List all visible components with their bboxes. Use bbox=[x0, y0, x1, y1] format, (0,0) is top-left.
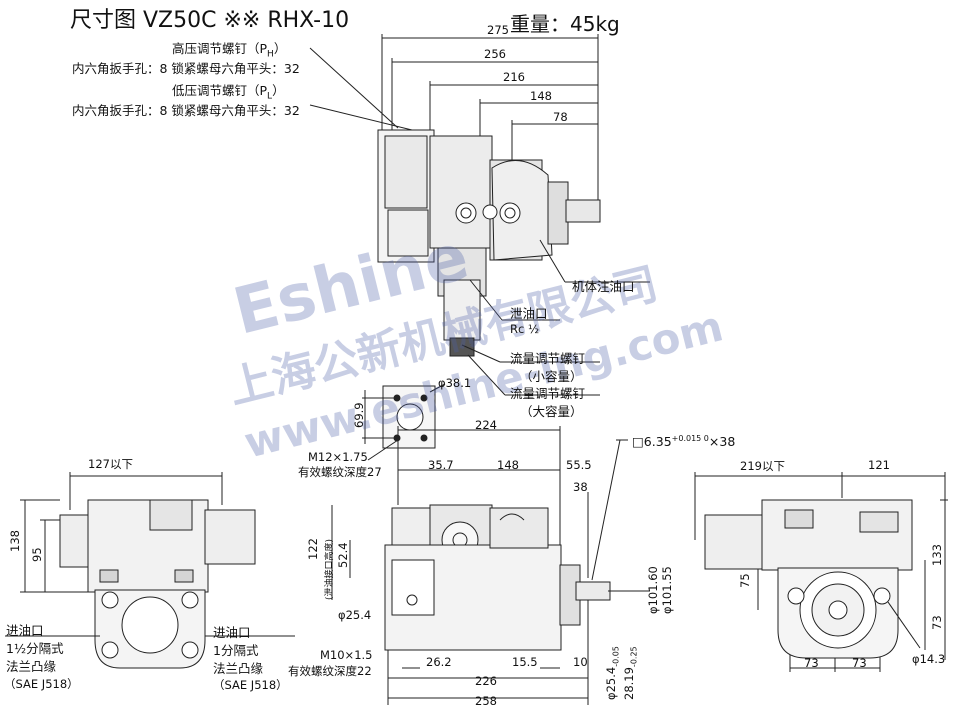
ph-hex-spec: 内六角扳手孔：8 锁紧螺母六角平头：32 bbox=[72, 61, 300, 76]
dim-148-front: 148 bbox=[497, 458, 519, 472]
key-length: ×38 bbox=[708, 434, 736, 450]
top-view bbox=[309, 34, 650, 396]
dim-15-5: 15.5 bbox=[512, 655, 538, 669]
shaft-diameter: φ25.4 bbox=[604, 666, 618, 700]
fill-port-label: 机体注油口 bbox=[572, 279, 635, 294]
flange-type-right: 法兰凸缘 bbox=[213, 661, 264, 676]
dim-78: 78 bbox=[553, 110, 568, 124]
drain-height-label: (泄油接口高度) bbox=[325, 538, 335, 600]
right-view bbox=[694, 472, 948, 672]
dim-275: 275 bbox=[487, 23, 509, 37]
dim-73-left: 73 bbox=[804, 656, 819, 670]
front-view bbox=[331, 426, 650, 705]
keyway-depth-tol: -0.25 bbox=[629, 646, 639, 668]
flange-size-right: 1分隔式 bbox=[213, 643, 259, 658]
dim-phi25-4-shaft: φ25.4-0.05 bbox=[604, 646, 620, 700]
pl-hex-spec: 内六角扳手孔：8 锁紧螺母六角平头：32 bbox=[72, 103, 300, 118]
dim-28-19: 28.19-0.25 bbox=[622, 646, 638, 700]
small-capacity-label: （小容量） bbox=[520, 369, 583, 384]
inlet-left-label: 进油口 bbox=[6, 623, 44, 638]
m12-depth-label: 有效螺纹深度27 bbox=[298, 465, 382, 479]
flange-type-left: 法兰凸缘 bbox=[6, 659, 57, 674]
m10-thread-label: M10×1.5 bbox=[320, 648, 373, 662]
dim-133: 133 bbox=[930, 544, 944, 566]
dim-phi101-60: φ101.60 bbox=[646, 566, 660, 614]
dim-phi38: φ38.1 bbox=[438, 376, 472, 390]
ph-screw-text: 高压调节螺钉（P bbox=[172, 41, 268, 56]
ph-close-paren: ） bbox=[273, 41, 287, 56]
dim-258: 258 bbox=[475, 694, 497, 708]
shaft-diameter-tol: -0.05 bbox=[611, 646, 621, 667]
drain-thread-label: Rc ½ bbox=[510, 322, 540, 336]
weight-label: 重量：45kg bbox=[510, 12, 620, 36]
m12-thread-label: M12×1.75 bbox=[308, 450, 368, 464]
dim-256: 256 bbox=[484, 47, 506, 61]
flow-screw-small-label: 流量调节螺钉 bbox=[510, 351, 586, 366]
pl-close-paren: ） bbox=[272, 83, 285, 98]
sae-left: （SAE J518） bbox=[4, 677, 79, 691]
dim-phi14-3: φ14.3 bbox=[912, 652, 946, 666]
sae-right: （SAE J518） bbox=[213, 678, 288, 692]
ph-subscript: H bbox=[267, 49, 274, 60]
dim-phi25-4-left: φ25.4 bbox=[338, 608, 372, 622]
inlet-right-label: 进油口 bbox=[213, 625, 251, 640]
dim-10: 10 bbox=[573, 655, 588, 669]
ph-screw-label: 高压调节螺钉（PH） bbox=[172, 38, 286, 60]
dim-121: 121 bbox=[868, 458, 890, 472]
flow-screw-large-label: 流量调节螺钉 bbox=[510, 386, 586, 401]
drawing-title: 尺寸图 VZ50C ※※ RHX-10 bbox=[70, 8, 350, 33]
dim-95: 95 bbox=[30, 547, 44, 562]
dim-26-2: 26.2 bbox=[426, 655, 452, 669]
flange-size-left: 1½分隔式 bbox=[6, 641, 64, 656]
pl-screw-label: 低压调节螺钉（PL） bbox=[172, 80, 285, 102]
dim-122: 122 bbox=[306, 538, 320, 560]
dim-52-4: 52.4 bbox=[336, 542, 350, 568]
dim-224: 224 bbox=[475, 418, 497, 432]
dim-216: 216 bbox=[503, 70, 525, 84]
dim-138: 138 bbox=[8, 530, 22, 552]
dim-226: 226 bbox=[475, 674, 497, 688]
dim-69-9: 69.9 bbox=[352, 402, 366, 428]
key-tolerance: +0.015 0 bbox=[671, 434, 709, 443]
m10-depth-label: 有效螺纹深度22 bbox=[288, 664, 372, 678]
pl-subscript: L bbox=[267, 91, 273, 102]
large-capacity-label: （大容量） bbox=[520, 404, 583, 419]
left-view bbox=[5, 472, 295, 669]
dim-73-vert: 73 bbox=[930, 615, 944, 630]
key-size: □6.35 bbox=[632, 434, 672, 450]
dim-35-7: 35.7 bbox=[428, 458, 454, 472]
dim-phi101-55: φ101.55 bbox=[660, 566, 674, 614]
drain-port-label: 泄油口 bbox=[510, 306, 548, 321]
dim-127-max: 127以下 bbox=[88, 457, 133, 471]
dim-219-max: 219以下 bbox=[740, 459, 785, 473]
dim-38: 38 bbox=[573, 480, 588, 494]
dim-73-right: 73 bbox=[852, 656, 867, 670]
flange-detail bbox=[362, 383, 446, 461]
dim-148-top: 148 bbox=[530, 89, 552, 103]
key-spec: □6.35+0.015 0×38 bbox=[632, 434, 735, 449]
keyway-depth: 28.19 bbox=[622, 667, 636, 700]
dim-75: 75 bbox=[738, 573, 752, 588]
pl-screw-text: 低压调节螺钉（P bbox=[172, 83, 268, 98]
dim-55-5: 55.5 bbox=[566, 458, 592, 472]
